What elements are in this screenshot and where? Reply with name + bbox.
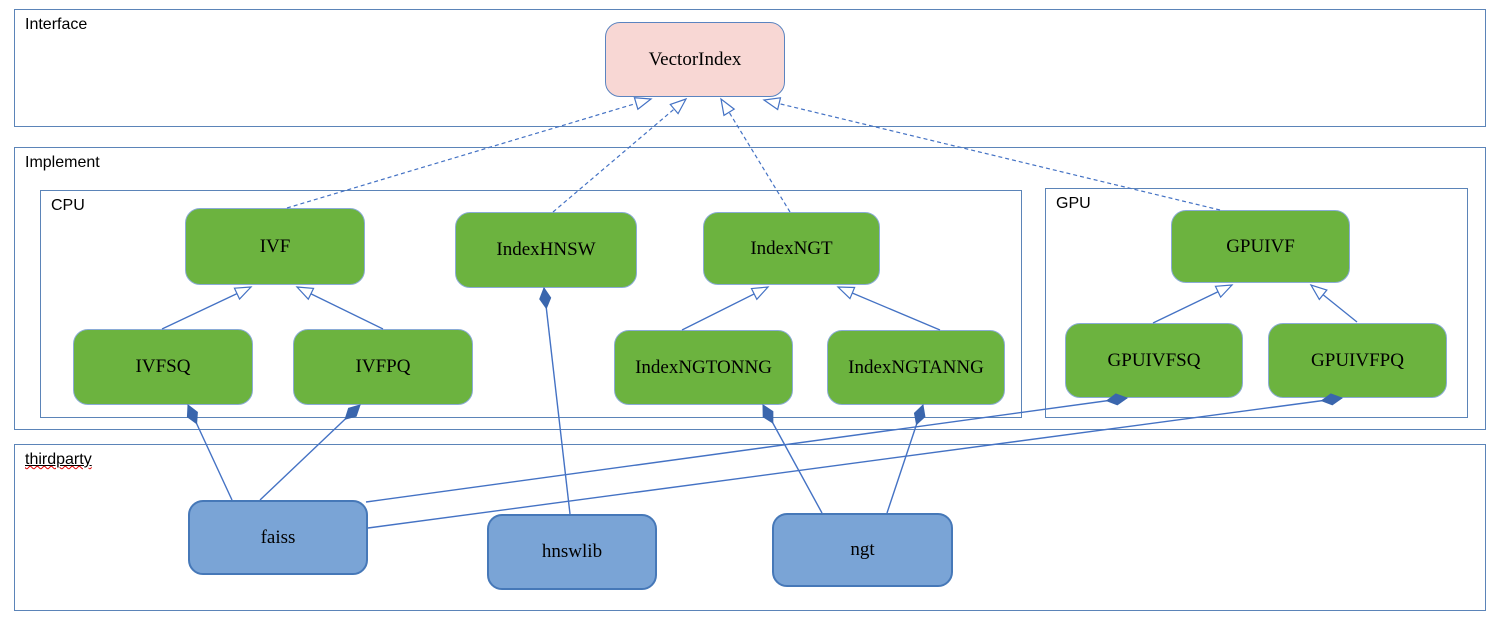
- node-gpuivf[interactable]: GPUIVF: [1171, 210, 1350, 283]
- node-gpuivfsq-label: GPUIVFSQ: [1107, 349, 1201, 371]
- node-hnswlib-label: hnswlib: [541, 541, 603, 562]
- container-thirdparty-label-text: thirdparty: [25, 451, 92, 468]
- node-hnswlib[interactable]: hnswlib: [487, 514, 657, 590]
- node-gpuivfpq-label: GPUIVFPQ: [1311, 349, 1404, 371]
- node-indexngtanng[interactable]: IndexNGTANNG: [827, 330, 1005, 405]
- node-ivfpq[interactable]: IVFPQ: [293, 329, 473, 405]
- node-indexngtanng-label: IndexNGTANNG: [848, 356, 984, 378]
- container-thirdparty-label: thirdparty: [25, 451, 92, 469]
- node-ngt[interactable]: ngt: [772, 513, 953, 587]
- node-ivfsq[interactable]: IVFSQ: [73, 329, 253, 405]
- node-gpuivf-label: GPUIVF: [1226, 235, 1295, 257]
- node-ivfsq-label: IVFSQ: [135, 356, 191, 377]
- node-gpuivfsq[interactable]: GPUIVFSQ: [1065, 323, 1243, 398]
- node-faiss-label: faiss: [260, 526, 296, 548]
- node-ivfpq-label: IVFPQ: [355, 356, 411, 377]
- node-faiss[interactable]: faiss: [188, 500, 368, 575]
- container-interface-label: Interface: [25, 16, 88, 33]
- node-indexhnsw-label: IndexHNSW: [496, 239, 596, 260]
- node-vectorindex[interactable]: VectorIndex: [605, 22, 785, 97]
- container-implement-label: Implement: [25, 154, 100, 171]
- node-gpuivfpq[interactable]: GPUIVFPQ: [1268, 323, 1447, 398]
- node-vectorindex-label: VectorIndex: [648, 48, 742, 70]
- node-ivf-label: IVF: [259, 235, 291, 257]
- node-indexhnsw[interactable]: IndexHNSW: [455, 212, 637, 288]
- container-gpu-label: GPU: [1056, 195, 1091, 212]
- node-indexngtonng-label: IndexNGTONNG: [635, 356, 772, 378]
- node-ivf[interactable]: IVF: [185, 208, 365, 285]
- container-cpu-label: CPU: [51, 197, 85, 214]
- node-indexngtonng[interactable]: IndexNGTONNG: [614, 330, 793, 405]
- node-indexngt[interactable]: IndexNGT: [703, 212, 880, 285]
- node-indexngt-label: IndexNGT: [750, 237, 833, 259]
- node-ngt-label: ngt: [850, 539, 875, 560]
